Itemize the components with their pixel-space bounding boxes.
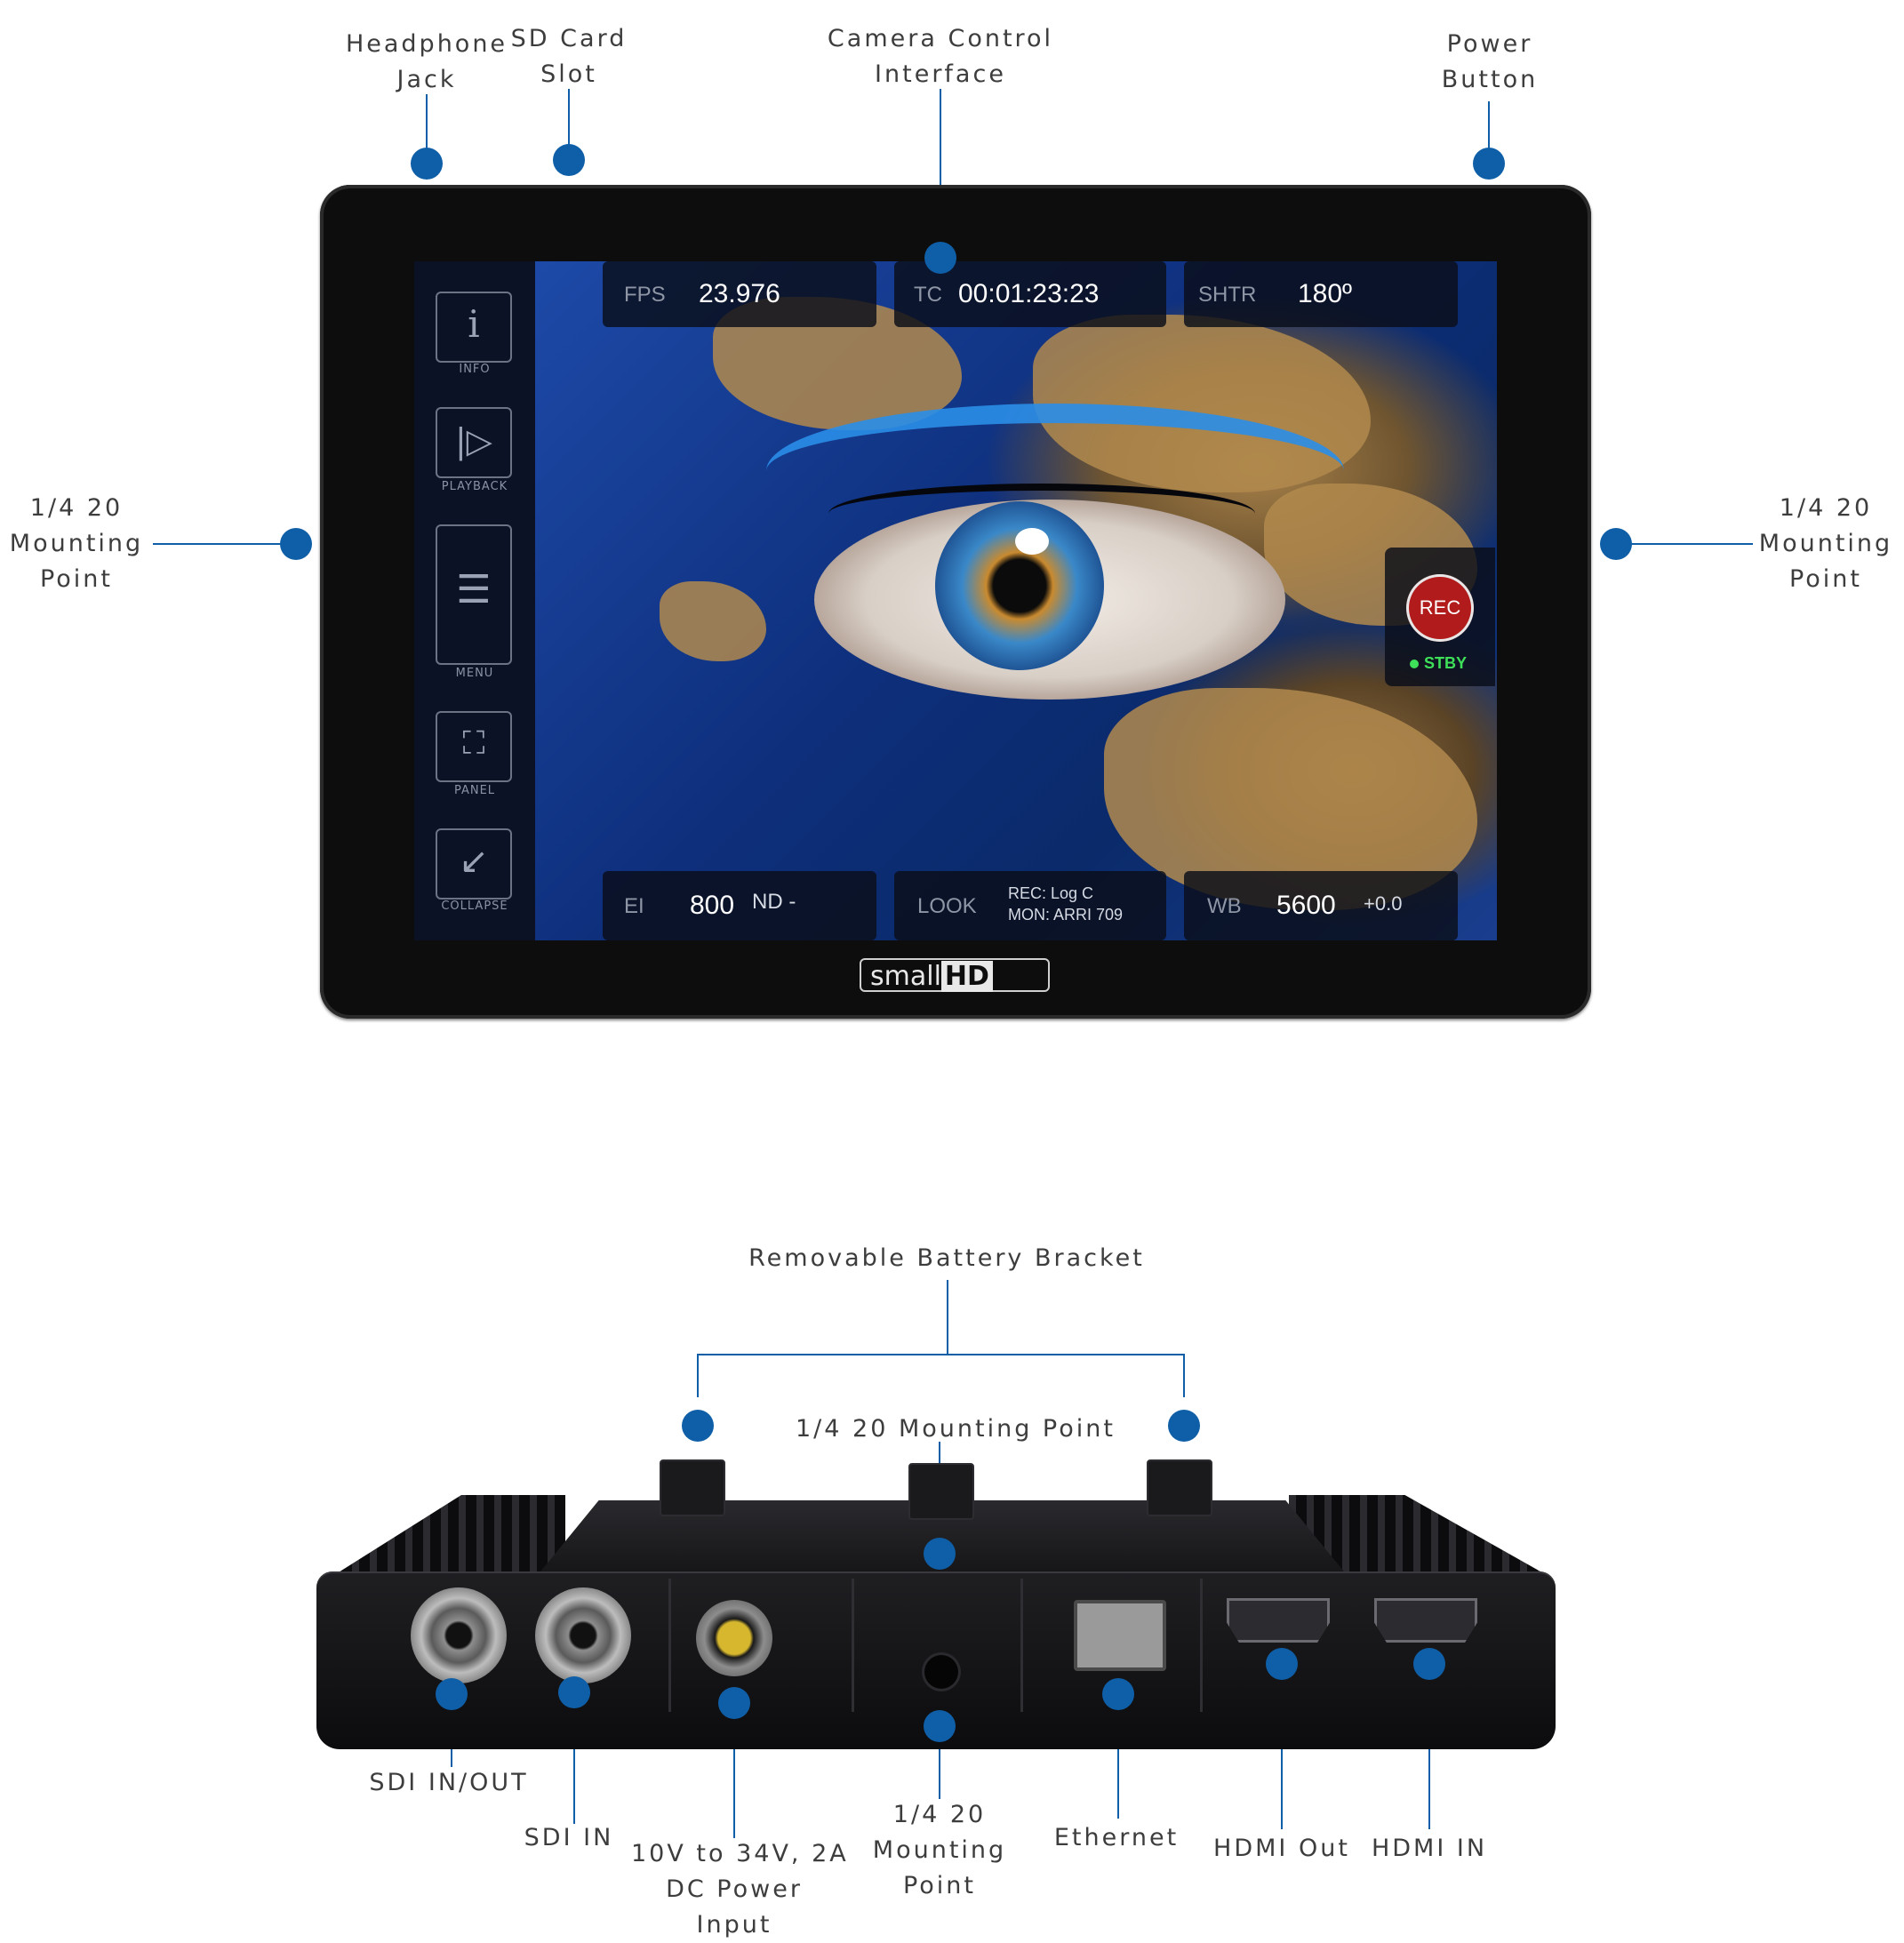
callout-hdmi-out: HDMI Out [1213, 1835, 1350, 1862]
fps-panel[interactable]: FPS 23.976 [603, 261, 876, 327]
panel-button[interactable]: ⛶ [436, 711, 512, 782]
status-dot-icon [1410, 660, 1419, 668]
callout-battery-bracket: Removable Battery Bracket [748, 1244, 1145, 1272]
divider [852, 1579, 854, 1712]
info-label: INFO [459, 363, 491, 376]
wb-value: 5600 [1276, 891, 1336, 920]
divider [668, 1579, 671, 1712]
menu-button[interactable]: ☰ [436, 524, 512, 665]
playback-button[interactable]: |▷ [436, 407, 512, 478]
hdmi-out-port [1227, 1598, 1330, 1643]
panel-label: PANEL [453, 784, 496, 797]
wb-offset: +0.0 [1364, 892, 1403, 915]
sdi-in-port [535, 1587, 631, 1683]
bracket-clip-center [908, 1463, 974, 1520]
shutter-panel[interactable]: SHTR 180º [1184, 261, 1458, 327]
eye-photo [535, 261, 1497, 940]
record-panel: REC STBY [1385, 548, 1495, 686]
collapse-arrow-icon: ↙ [459, 841, 489, 882]
divider [1200, 1579, 1203, 1712]
bracket-clip-right [1147, 1459, 1212, 1516]
playback-label: PLAYBACK [441, 480, 508, 493]
callout-ethernet: Ethernet [1053, 1824, 1180, 1851]
info-button[interactable]: i [436, 292, 512, 363]
white-balance-panel[interactable]: WB 5600 +0.0 [1184, 871, 1458, 940]
ethernet-port [1074, 1600, 1166, 1671]
divider [1020, 1579, 1023, 1712]
standby-status: STBY [1410, 654, 1467, 673]
ei-key: EI [624, 894, 644, 918]
logo-hd: HD [940, 961, 993, 992]
shtr-value: 180º [1298, 279, 1353, 308]
nd-value: ND - [752, 890, 796, 914]
look-key: LOOK [917, 894, 977, 918]
shtr-key: SHTR [1198, 283, 1257, 307]
callout-hdmi-in: HDMI IN [1371, 1835, 1488, 1862]
playback-icon: |▷ [454, 421, 493, 460]
collapse-label: COLLAPSE [441, 900, 508, 913]
info-icon: i [468, 302, 480, 346]
fps-key: FPS [624, 283, 666, 307]
callout-mount-top: 1/4 20 Mounting Point [796, 1415, 1116, 1443]
mount-hole [924, 1655, 958, 1689]
sdi-inout-port [411, 1587, 507, 1683]
menu-icon: ☰ [456, 567, 492, 612]
look-mon: MON: ARRI 709 [1008, 906, 1124, 924]
record-button[interactable]: REC [1406, 574, 1474, 642]
look-panel[interactable]: LOOK REC: Log C MON: ARRI 709 [894, 871, 1166, 940]
logo-small: small [870, 961, 941, 992]
look-rec: REC: Log C [1008, 884, 1094, 902]
collapse-button[interactable]: ↙ [436, 828, 512, 900]
hdmi-in-port [1374, 1598, 1477, 1643]
fps-value: 23.976 [699, 279, 780, 308]
left-rail: i INFO |▷ PLAYBACK ☰ MENU ⛶ PANEL ↙ COLL… [414, 261, 535, 940]
frame-icon: ⛶ [462, 725, 485, 762]
monitor-screen: i INFO |▷ PLAYBACK ☰ MENU ⛶ PANEL ↙ COLL… [414, 261, 1497, 940]
callout-sdi-in: SDI IN [524, 1824, 614, 1851]
menu-label: MENU [455, 667, 494, 680]
tc-value: 00:01:23:23 [958, 279, 1100, 308]
stby-label: STBY [1424, 654, 1468, 672]
bracket-clip-left [660, 1459, 725, 1516]
tc-key: TC [914, 283, 942, 307]
callout-sdi-inout: SDI IN/OUT [369, 1769, 529, 1796]
ei-panel[interactable]: EI 800 ND - [603, 871, 876, 940]
wb-key: WB [1207, 894, 1242, 918]
dc-power-port [696, 1600, 772, 1676]
ei-value: 800 [690, 891, 735, 920]
